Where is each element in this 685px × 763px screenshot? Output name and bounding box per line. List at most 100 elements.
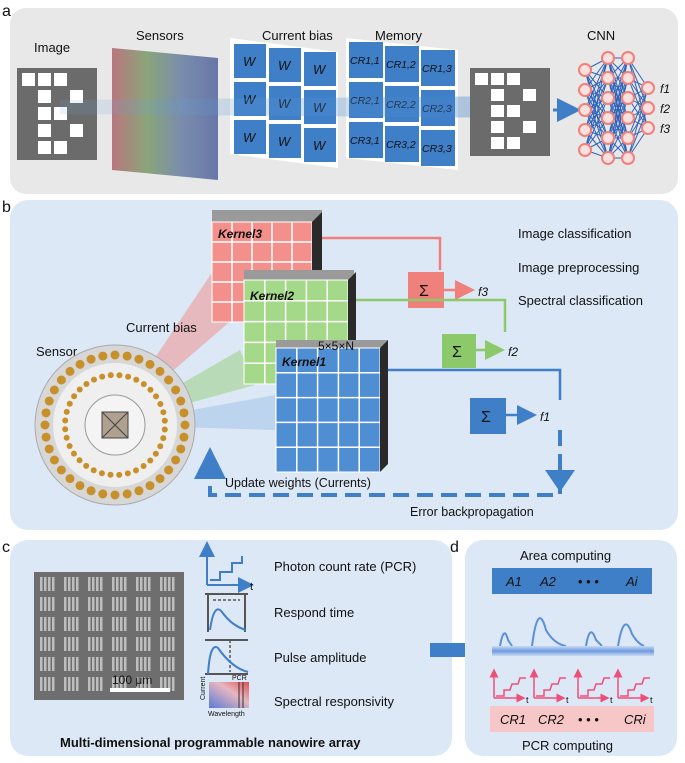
chip-pad [76,457,83,464]
weight-cell [234,120,266,154]
nanowire-stripe [148,617,151,631]
nanowire-stripe [68,657,71,671]
sensor-chip [34,344,196,506]
cnn-edge [607,77,629,159]
nanowire-stripe [88,577,91,591]
link-kernel3-sum [322,236,442,270]
sum-symbol-3: Σ [419,283,429,300]
nanowire-stripe [68,637,71,651]
nanowire-stripe [72,597,75,611]
nanowire-stripe [64,577,67,591]
nanowire-stripe [116,597,119,611]
nanowire-stripe [124,677,127,691]
sum-symbol-2: Σ [452,344,462,361]
spectral-responsivity-icon: PCR Current Wavelength [200,675,249,718]
sensor-label: Sensor [36,344,78,359]
cnn-node [601,71,615,85]
pcr-step [496,677,526,697]
nanowire-stripe [116,657,119,671]
pcr-cell-2: CR2 [538,712,565,727]
nanowire-stripe [44,617,47,631]
nanowire-stripe [112,577,115,591]
panel-c-letter: c [2,539,10,556]
nanowire-stripe [140,617,143,631]
chip-pad [176,396,186,406]
cnn-output-f2: f2 [660,102,670,116]
nanowire-stripe [92,577,95,591]
output-f1: f1 [540,410,550,424]
panel-c-caption: Multi-dimensional programmable nanowire … [60,735,361,750]
chip-pad [134,354,144,364]
nanowire-stripe [40,657,43,671]
pcr-t-label: t [650,695,653,705]
chip-pad [164,465,174,475]
spectral-icon-pcr-label: PCR [232,675,247,682]
nanowire-stripe [172,577,175,591]
nanowire-stripe [172,657,175,671]
cnn-edge [607,57,629,139]
nanowire-stripe [164,617,167,631]
nanowire-stripe [44,657,47,671]
kernel-3-label: Kernel3 [218,227,262,241]
nanowire-stripe [88,617,91,631]
nanowire-stripe [100,597,103,611]
link-kernel1-sum [388,368,562,400]
sum-node-1 [470,398,506,434]
chip-pad [75,481,85,491]
chip-pad [124,470,131,477]
cnn-node [621,51,635,65]
cnn-edge [584,57,609,111]
nanowire-stripe [92,637,95,651]
weight-symbol: W [278,58,292,73]
chip-pad [86,486,96,496]
nanowire-stripe [124,577,127,591]
chip-pad [140,381,147,388]
cnn-node [601,111,615,125]
update-weights-label: Update weights (Currents) [225,476,371,490]
sum-node-3 [408,272,444,308]
nanowire-stripe [148,657,151,671]
current-bias-label-b: Current bias [126,320,197,335]
nanowire-stripe [40,617,43,631]
nanowire-stripe [140,597,143,611]
nanowire-stripe [96,577,99,591]
chip-pad [125,373,132,380]
nanowire-stripe [68,597,71,611]
chip-pad [157,400,164,407]
nanowire-stripe [92,597,95,611]
cnn-node [578,103,592,117]
area-cell-i: Ai [625,574,639,589]
memory-cell-label: CR1,2 [386,59,416,71]
kernel-1-label: Kernel1 [282,355,326,369]
chip-pad [153,393,160,400]
nanowire-stripe [100,617,103,631]
nanowire-stripe [172,637,175,651]
cnn-edge [627,87,649,159]
memory-cell [421,50,455,86]
nanowire-stripe [112,637,115,651]
pcr-cell-1: CR1 [500,712,526,727]
nanowire-stripe [68,577,71,591]
nanowire-stripe [116,617,119,631]
chip-pad [56,375,66,385]
nanowire-stripe [136,597,139,611]
chip-pad [160,435,167,442]
cnn-node [621,91,635,105]
nanowire-stripe [168,597,171,611]
cnn-node [601,131,615,145]
cnn-node [601,51,615,65]
sum-node-2 [442,334,476,368]
cnn-edge [584,97,609,151]
nanowire-stripe [64,677,67,691]
cnn-network [578,51,655,165]
chip-pad [71,393,78,400]
chip-pad [160,409,167,416]
image-label: Image [34,40,70,55]
nanowire-stripe [40,677,43,691]
nanowire-stripe [124,637,127,651]
area-cell-2: A2 [539,574,557,589]
nanowire-stripe [72,577,75,591]
pcr-ellipsis: • • • [578,712,599,727]
nanowire-stripe [52,597,55,611]
nanowire-stripe [100,657,103,671]
